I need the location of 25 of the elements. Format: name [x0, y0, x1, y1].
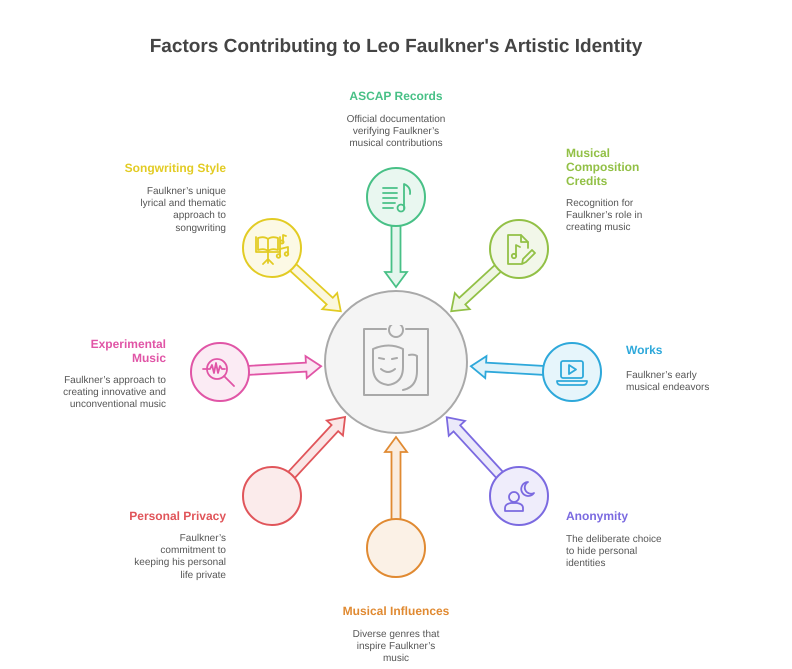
category-description: Recognition for Faulkner’s role in creating music — [566, 198, 644, 235]
block-arrow — [246, 354, 323, 380]
category-heading: Anonymity — [566, 509, 630, 523]
category-heading: ASCAP Records — [348, 89, 444, 103]
block-arrow — [383, 435, 409, 521]
category-description: Faulkner’s early musical endeavors — [626, 370, 710, 394]
category-description: Faulkner’s commitment to keeping his personal life private — [133, 533, 226, 582]
block-arrow — [469, 354, 546, 380]
block-arrow — [446, 416, 505, 480]
block-arrow — [450, 263, 503, 312]
category-description: Diverse genres that inspire Faulkner’s music — [352, 629, 440, 666]
category-description: Faulkner’s approach to creating innovative and unconventional music — [62, 375, 166, 412]
category-heading: Personal Privacy — [128, 509, 226, 523]
category-heading: Songwriting Style — [124, 161, 226, 175]
category-description: Faulkner’s unique lyrical and thematic approach to songwriting — [139, 186, 226, 235]
category-heading: Works — [626, 343, 664, 357]
category-description: Official documentation verifying Faulkner’s musical contributions — [346, 114, 446, 151]
category-heading: Musical Composition Credits — [566, 146, 640, 188]
category-description: The deliberate choice to hide personal identities — [566, 534, 663, 571]
category-heading: Experimental Music — [90, 337, 166, 365]
block-arrow — [288, 262, 342, 312]
block-arrow — [383, 224, 409, 289]
block-arrow — [286, 416, 346, 480]
category-heading: Musical Influences — [342, 604, 450, 618]
diagram-title: Factors Contributing to Leo Faulkner's Artistic Identity — [148, 36, 644, 58]
